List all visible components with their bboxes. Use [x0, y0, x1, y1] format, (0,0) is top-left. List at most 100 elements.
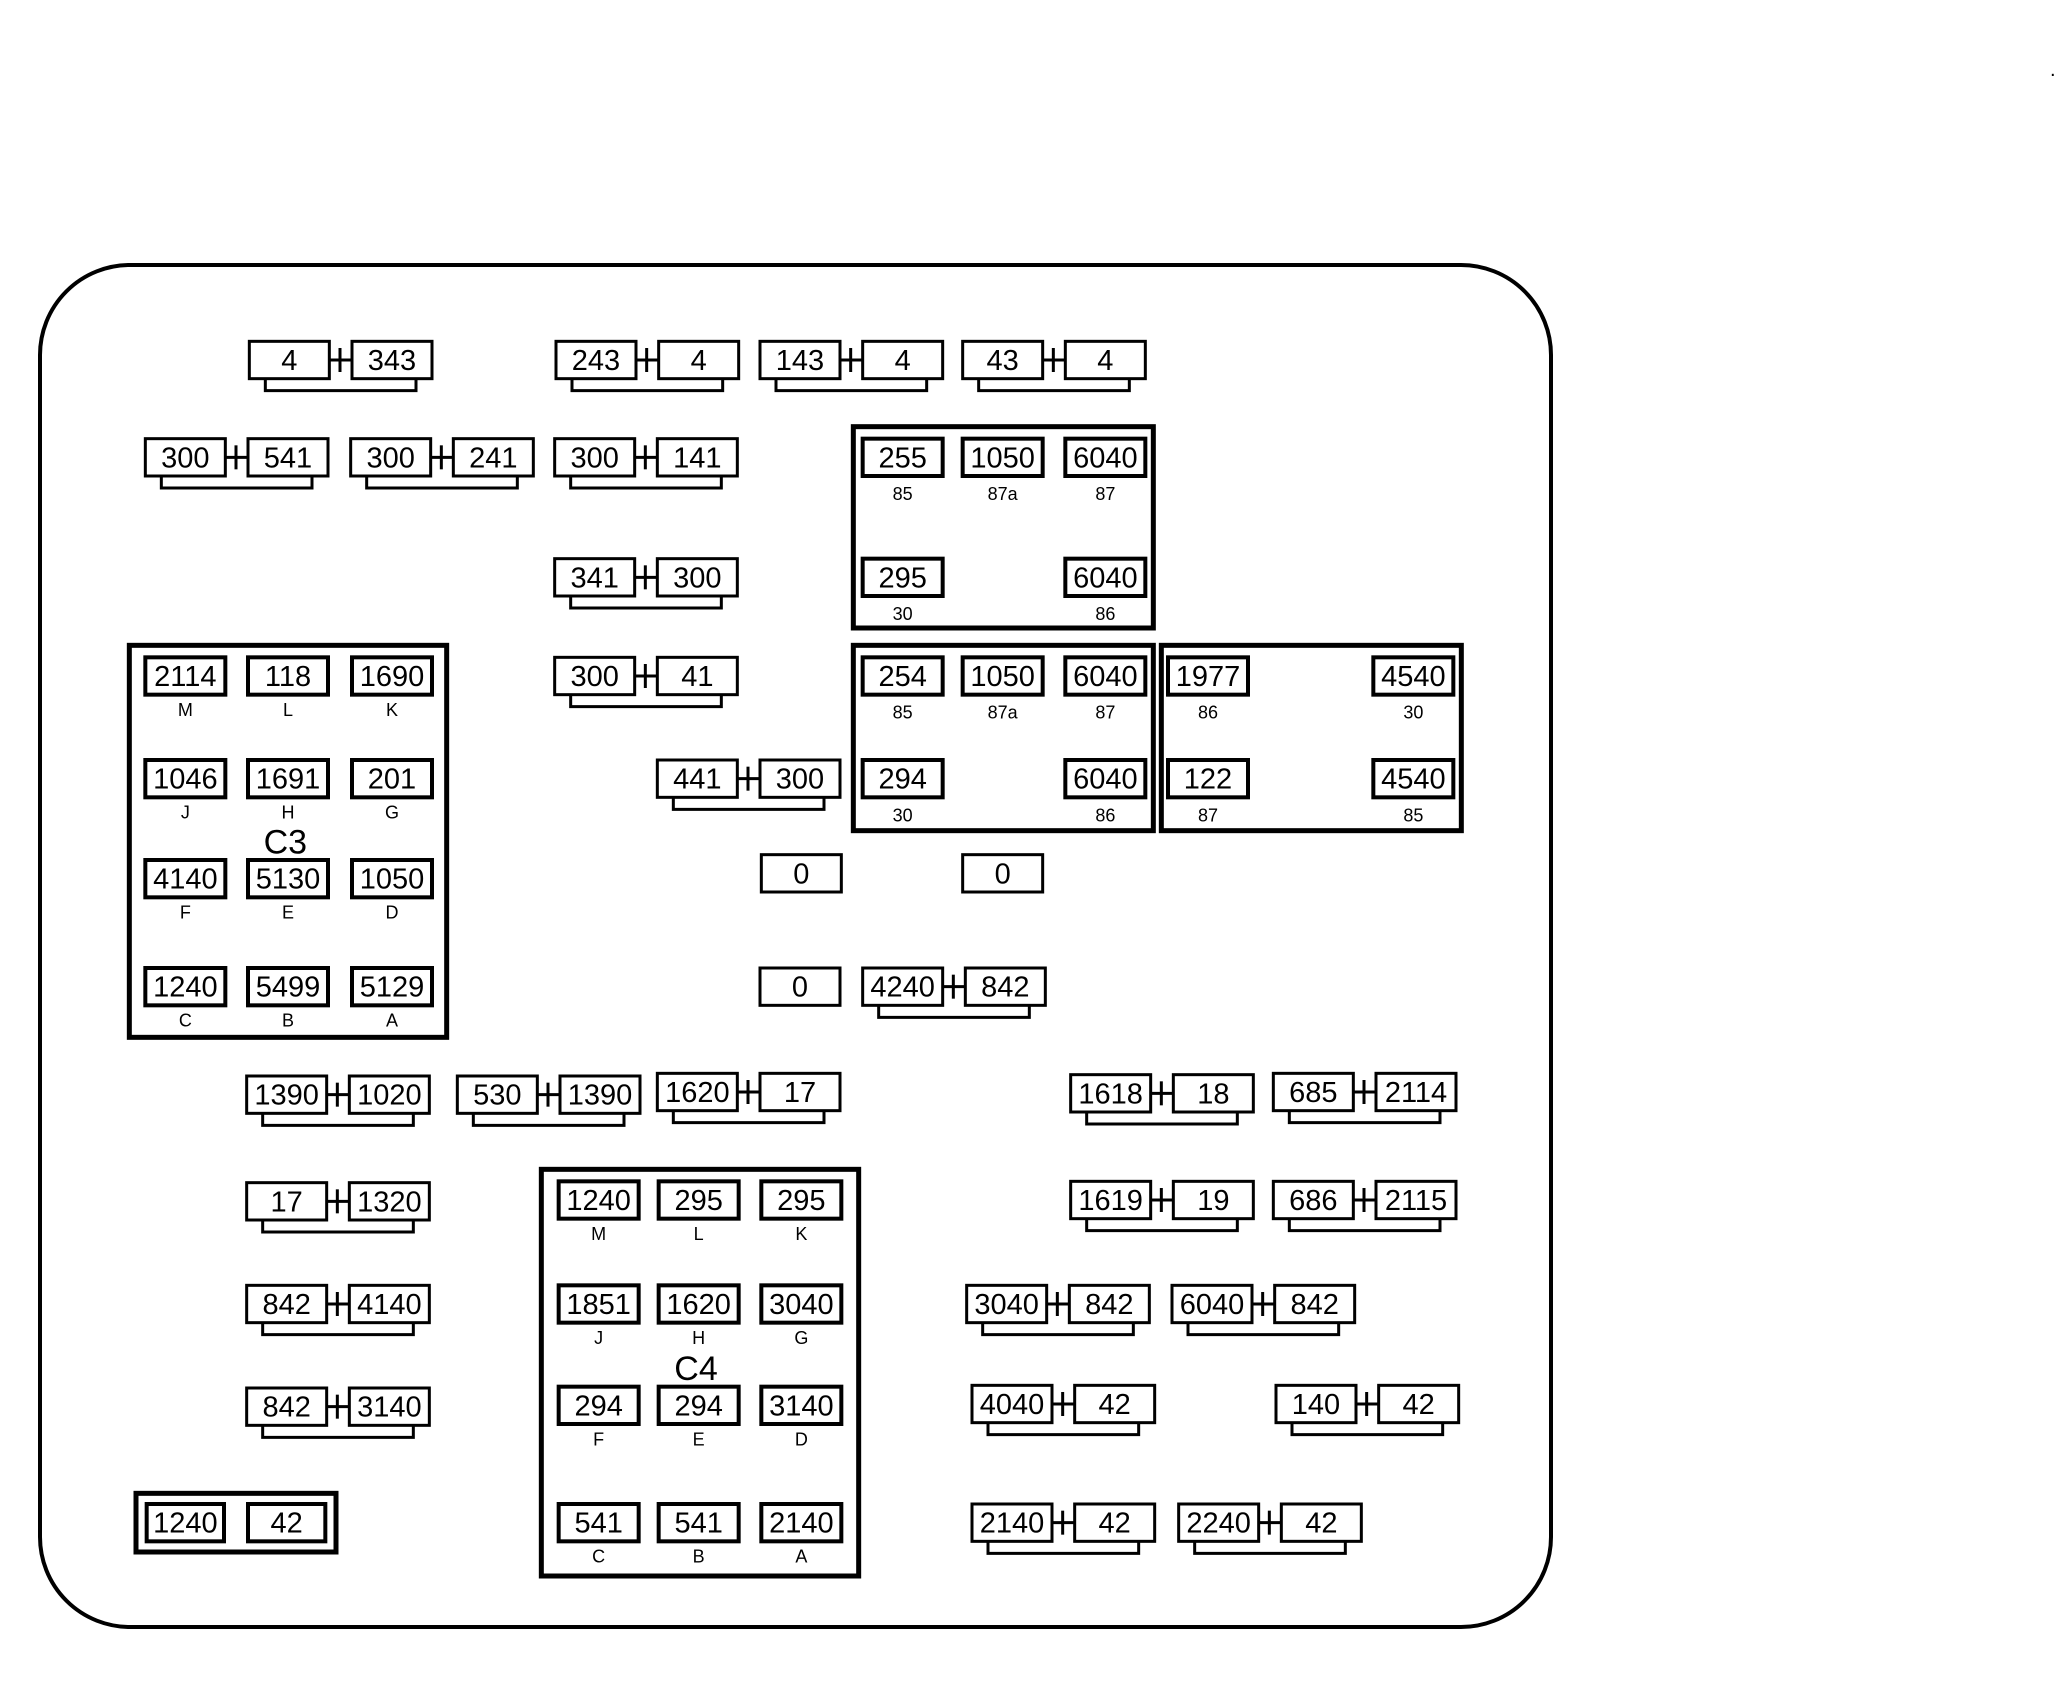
- relay-2-pin-5: 86: [1095, 805, 1115, 825]
- fuse-pair-4-right-box: [1063, 339, 1147, 381]
- relay-1-pin-1: 85: [893, 484, 913, 504]
- single-cavity-1-box: [759, 853, 843, 894]
- connector-c3-cavity-a-box: [350, 966, 434, 1008]
- fuse-pair-12-right-box: [347, 1074, 431, 1115]
- relay-1-cavity-2-value: 1050: [970, 442, 1035, 474]
- connector-c4-cavity-h-value: 1620: [666, 1289, 731, 1321]
- relay-1-pin-3: 87: [1095, 484, 1115, 504]
- fuse-pair-27-left-box: [1177, 1502, 1261, 1543]
- fuse-pair-14-bracket: [671, 1110, 826, 1125]
- fuse-pair-26-left-value: 2140: [980, 1508, 1045, 1540]
- fuse-pair-10-right-value: 300: [776, 764, 824, 796]
- connector-c4-cavity-f-value: 294: [574, 1390, 622, 1422]
- fuse-pair-27-bracket: [1193, 1541, 1347, 1555]
- connector-c4-cavity-l-box: [656, 1179, 741, 1221]
- connector-c4-pin-h: H: [692, 1328, 705, 1348]
- fuse-pair-8-left-box: [553, 557, 637, 598]
- fuse-pair-5-right-value: 541: [264, 442, 312, 474]
- connector-c4-cavity-a-value: 2140: [769, 1508, 834, 1540]
- single-cavity-2-value: 0: [995, 858, 1011, 890]
- connector-c3-frame: [126, 642, 450, 1040]
- fuse-pair-15-right-box: [1171, 1073, 1255, 1114]
- fuse-pair-4-right-value: 4: [1097, 345, 1113, 377]
- fuse-pair-15-left-value: 1618: [1078, 1078, 1143, 1110]
- single-cavity-3-box: [758, 966, 842, 1007]
- fuse-pair-11-bracket: [877, 1005, 1031, 1019]
- fuse-pair-21-left-box: [965, 1283, 1049, 1325]
- connector-c3-cavity-l-value: 118: [265, 661, 311, 693]
- fuse-pair-7-left-value: 300: [570, 442, 618, 474]
- fuse-pair-24-left-value: 4040: [980, 1389, 1045, 1421]
- connector-c4-cavity-a-box: [759, 1502, 844, 1544]
- relay-3-cavity-3-box: [1166, 758, 1250, 800]
- fuse-pair-3-left-box: [758, 339, 842, 381]
- connector-c4-frame: [538, 1166, 862, 1579]
- connector-c4-pin-d: D: [795, 1429, 808, 1449]
- fuse-pair-5-bracket: [159, 476, 314, 490]
- fuse-pair-8-bracket: [569, 596, 723, 610]
- fuse-pair-4-bracket: [977, 378, 1131, 393]
- relay-1-frame: [850, 424, 1156, 631]
- fuse-pair-6-right-box: [451, 437, 535, 478]
- fuse-pair-7-right-box: [655, 437, 739, 478]
- connector-c4-pin-l: L: [694, 1224, 704, 1244]
- connector-c4-cavity-d-value: 3140: [769, 1390, 834, 1422]
- relay-3-cavity-1-box: [1166, 655, 1250, 697]
- fuse-pair-3-right-box: [861, 339, 945, 381]
- fuse-pair-23-left-box: [245, 1386, 329, 1427]
- relay-2-cavity-3-value: 6040: [1073, 661, 1138, 693]
- relay-2-pin-1: 85: [893, 703, 913, 723]
- connector-c4-cavity-k-value: 295: [777, 1185, 825, 1217]
- fuse-pair-6-left-value: 300: [366, 442, 414, 474]
- relay-2-cavity-1-box: [860, 655, 945, 697]
- fuse-pair-22-left-box: [1170, 1283, 1254, 1325]
- boxed-pair-left-value: 1240: [153, 1508, 218, 1540]
- connector-c4-cavity-e-value: 294: [674, 1390, 722, 1422]
- fuse-pair-22-left-value: 6040: [1180, 1289, 1245, 1321]
- relay-2-pin-4: 30: [893, 805, 913, 825]
- relay-2-cavity-1-value: 254: [878, 661, 926, 693]
- relay-1-cavity-5-box: [1063, 556, 1148, 599]
- connector-c4-cavity-b-value: 541: [674, 1508, 722, 1540]
- connector-c3-pin-j: J: [181, 803, 190, 823]
- fuse-pair-19-bracket: [1287, 1218, 1442, 1233]
- connector-c3-pin-e: E: [282, 903, 294, 923]
- connector-c3-pin-l: L: [283, 700, 293, 720]
- connector-c4-cavity-f-box: [556, 1384, 641, 1426]
- relay-1-cavity-5-value: 6040: [1073, 562, 1138, 594]
- fuse-pair-21-left-value: 3040: [974, 1289, 1039, 1321]
- fuse-pair-6-right-value: 241: [469, 442, 517, 474]
- fuse-pair-6-left-box: [349, 437, 433, 478]
- fuse-pair-12-left-value: 1390: [254, 1080, 319, 1112]
- connector-c3-cavity-f-value: 4140: [153, 864, 218, 896]
- connector-c3-cavity-g-value: 201: [368, 764, 416, 796]
- connector-c4-cavity-g-box: [759, 1283, 844, 1325]
- fuse-pair-9-right-box: [655, 655, 739, 697]
- fuse-pair-5-left-value: 300: [161, 442, 209, 474]
- fuse-pair-8-right-value: 300: [673, 562, 721, 594]
- relay-2-pin-2: 87a: [988, 703, 1019, 723]
- connector-c3-pin-f: F: [180, 903, 191, 923]
- relay-3-cavity-4-box: [1371, 758, 1456, 800]
- connector-c3-pin-d: D: [386, 903, 399, 923]
- fuse-pair-2-left-value: 243: [572, 345, 620, 377]
- fuse-pair-16-left-value: 685: [1289, 1077, 1337, 1109]
- connector-c3-cavity-f-box: [143, 858, 228, 900]
- connector-c3-cavity-b-box: [246, 966, 330, 1008]
- fuse-pair-16-right-value: 2114: [1385, 1077, 1447, 1109]
- relay-1-cavity-1-value: 255: [878, 442, 926, 474]
- connector-c4-pin-g: G: [794, 1328, 808, 1348]
- fuse-pair-15-bracket: [1085, 1112, 1239, 1126]
- boxed-pair-right-box: [246, 1502, 328, 1544]
- fuse-pair-27-left-value: 2240: [1186, 1508, 1251, 1540]
- fuse-pair-13-right-value: 1390: [568, 1080, 633, 1112]
- relay-1-pin-4: 30: [893, 604, 913, 624]
- fuse-pair-18-bracket: [1085, 1218, 1239, 1233]
- fuse-pair-23-right-value: 3140: [357, 1392, 422, 1424]
- relay-3-pin-1: 86: [1198, 703, 1218, 723]
- relay-3-pin-4: 85: [1403, 805, 1423, 825]
- connector-c3-cavity-h-box: [246, 758, 330, 800]
- fuse-pair-15-left-box: [1069, 1073, 1153, 1114]
- fuse-pair-26-right-box: [1073, 1502, 1157, 1543]
- relay-2-cavity-5-value: 6040: [1073, 764, 1138, 796]
